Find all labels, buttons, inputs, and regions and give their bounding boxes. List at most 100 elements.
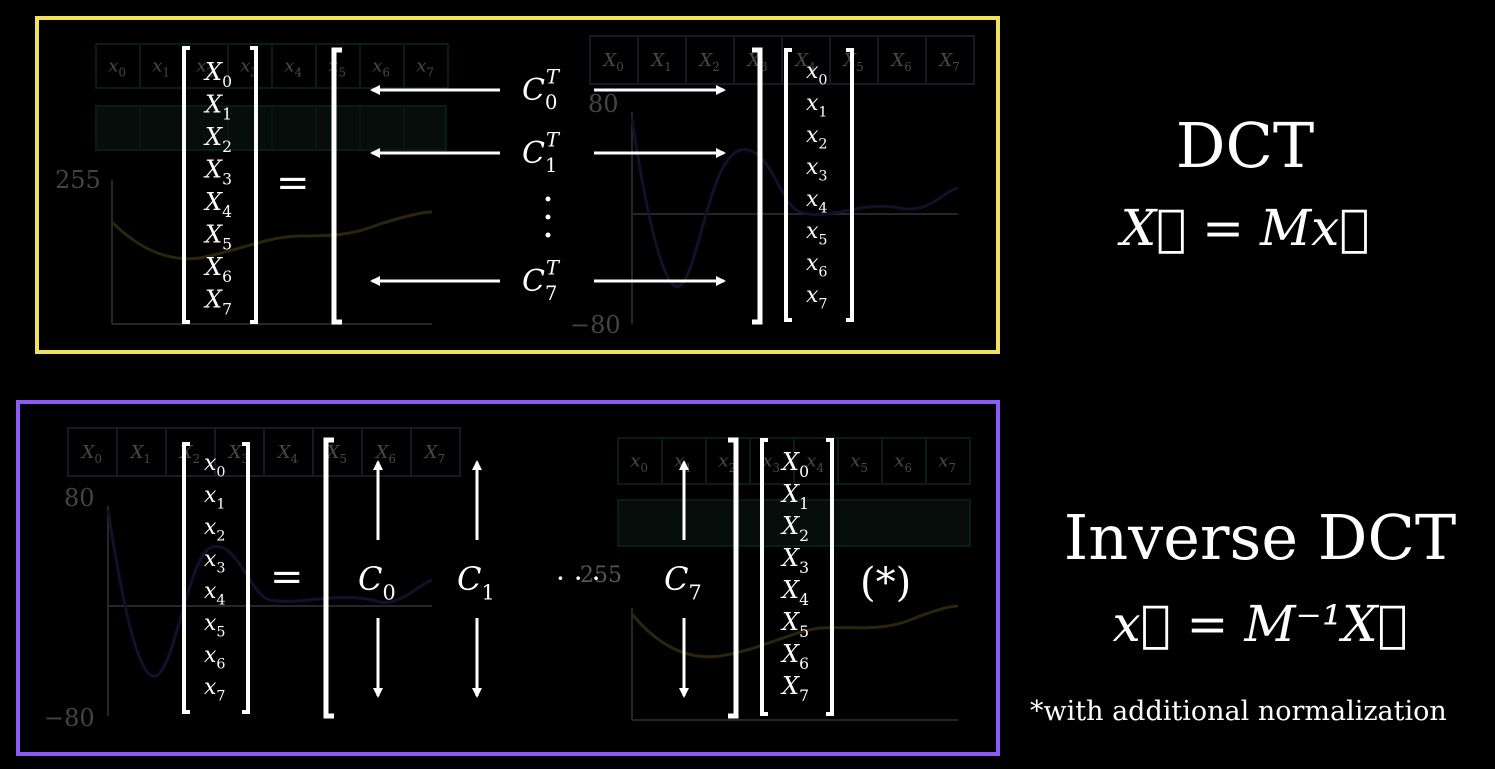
bottom-bg-freq-cell-label-1: X1	[129, 442, 151, 466]
bottom-bg-axis-label-80: 80	[64, 484, 95, 512]
bottom-rhs-left-bracket	[760, 438, 768, 716]
top-bg-spatial-cell-5	[315, 43, 361, 89]
bottom-lhs-entry-5: x5	[204, 611, 226, 641]
bottom-rhs-entry-6: X6	[780, 640, 809, 673]
top-bg-freq-cell-4	[781, 35, 831, 85]
bottom-bg-freq-cell-1	[116, 427, 167, 477]
bottom-matrix-left-bracket	[323, 437, 334, 719]
top-bg-spatial-cell-6	[359, 43, 405, 89]
bottom-lhs-entry-2: x2	[204, 515, 226, 545]
bottom-lhs-entry-7: x7	[204, 675, 226, 705]
top-bg-freq-cell-label-6: X6	[889, 50, 911, 74]
bottom-bg-spatial-cell-0	[617, 437, 663, 485]
top-bg-freq-cell-label-2: X2	[697, 50, 719, 74]
bottom-lhs-entry-1: x1	[204, 483, 226, 513]
dct-title: DCT	[1175, 109, 1315, 182]
top-rhs-entry-1: x1	[806, 91, 828, 121]
top-row-2-label: C7T	[522, 257, 561, 306]
top-bg-spatial-cell-label-0: x0	[108, 55, 126, 79]
bottom-rhs-entry-4: X4	[780, 576, 809, 609]
top-bg-spatial-cell-0	[95, 43, 141, 89]
bottom-bg-axis-label-neg80: −80	[44, 704, 95, 732]
bottom-bg-spatial-cell-label-3: x3	[762, 451, 780, 475]
top-lhs-left-bracket	[182, 46, 190, 324]
bottom-bg-axis-label-255: 255	[580, 563, 622, 588]
top-lhs-entry-4: X4	[203, 188, 232, 221]
top-bg-spatial-cell-label-6: x6	[372, 55, 390, 79]
top-bg-freq-cell-2	[685, 35, 735, 85]
top-lhs-entry-6: X6	[203, 253, 232, 286]
top-bg-axis-label-80: 80	[588, 90, 619, 118]
bottom-bg-spatial-cell-label-7: x7	[938, 451, 956, 475]
bottom-bg-freq-cell-label-7: X7	[423, 442, 445, 466]
top-rhs-entry-6: x6	[806, 251, 828, 281]
bottom-rhs-right-bracket	[826, 438, 834, 716]
dct-equation: X⃗ = Mx⃗	[1120, 199, 1370, 257]
bottom-bg-freq-cell-3	[214, 427, 265, 477]
bottom-bg-spatial-cell-label-4: x4	[806, 451, 824, 475]
bottom-bg-freq-cell-5	[312, 427, 363, 477]
bottom-lhs-left-bracket	[182, 442, 190, 714]
bottom-rhs-entry-7: X7	[780, 672, 809, 705]
top-lhs-entry-0: X0	[203, 58, 232, 91]
bottom-bg-freq-cell-2	[165, 427, 216, 477]
top-bg-pixel-strip	[95, 105, 447, 151]
bottom-bg-pixel-strip	[617, 499, 971, 547]
top-rhs-entry-4: x4	[806, 187, 828, 217]
top-bg-spatial-cell-7	[403, 43, 449, 89]
bottom-bg-spatial-cell-label-5: x5	[850, 451, 868, 475]
bottom-box-border	[16, 400, 1000, 756]
top-bg-freq-cell-label-7: X7	[937, 50, 959, 74]
bottom-bg-freq-cell-label-0: X0	[80, 442, 102, 466]
top-rhs-left-bracket	[784, 48, 792, 322]
bottom-bg-spatial-cell-3	[749, 437, 795, 485]
bottom-bg-freq-cell-label-3: X3	[227, 442, 249, 466]
bottom-lhs-right-bracket	[242, 442, 250, 714]
top-lhs-entry-1: X1	[203, 91, 232, 124]
top-rhs-entry-0: x0	[806, 59, 828, 89]
top-bg-spatial-cell-label-7: x7	[416, 55, 434, 79]
top-matrix-left-bracket	[331, 47, 342, 325]
bottom-lhs-entry-6: x6	[204, 643, 226, 673]
top-box-border	[35, 16, 1000, 354]
top-lhs-entry-5: X5	[203, 221, 232, 254]
top-row-0-label: C0T	[522, 66, 561, 115]
top-bg-freq-cell-6	[877, 35, 927, 85]
bottom-rhs-entry-5: X5	[780, 608, 809, 641]
bottom-col-0-label: C0	[358, 560, 396, 605]
bottom-bg-freq-cell-label-6: X6	[374, 442, 396, 466]
bottom-bg-spatial-cell-7	[925, 437, 971, 485]
bottom-col-1-label: C1	[457, 560, 495, 605]
bottom-equals-sign: =	[270, 554, 304, 600]
top-bg-freq-cell-7	[925, 35, 975, 85]
top-rhs-right-bracket	[846, 48, 854, 322]
top-bg-spatial-cell-label-1: x1	[152, 55, 170, 79]
bottom-col-2-label: C7	[664, 560, 702, 605]
bottom-bg-spatial-cell-4	[793, 437, 839, 485]
top-lhs-entry-2: X2	[203, 123, 232, 156]
top-bg-axis-label-neg80: −80	[570, 311, 621, 339]
bottom-horizontal-ellipsis: · · ·	[556, 562, 601, 595]
top-bg-spatial-cell-3	[227, 43, 273, 89]
top-lhs-right-bracket	[250, 46, 258, 324]
bottom-matrix-right-bracket	[728, 437, 739, 719]
bottom-rhs-entry-3: X3	[780, 544, 809, 577]
top-rhs-entry-3: x3	[806, 155, 828, 185]
normalization-asterisk-marker: (*)	[860, 560, 911, 606]
bottom-bg-spatial-cell-5	[837, 437, 883, 485]
bottom-bg-spatial-cell-6	[881, 437, 927, 485]
bottom-bg-freq-cell-6	[361, 427, 412, 477]
bottom-bg-coefficient-curve	[106, 509, 433, 678]
inverse-dct-title: Inverse DCT	[1063, 501, 1457, 574]
top-lhs-entry-7: X7	[203, 286, 232, 319]
bottom-lhs-entry-3: x3	[204, 547, 226, 577]
bottom-bg-freq-cell-7	[410, 427, 461, 477]
top-lhs-entry-3: X3	[203, 156, 232, 189]
